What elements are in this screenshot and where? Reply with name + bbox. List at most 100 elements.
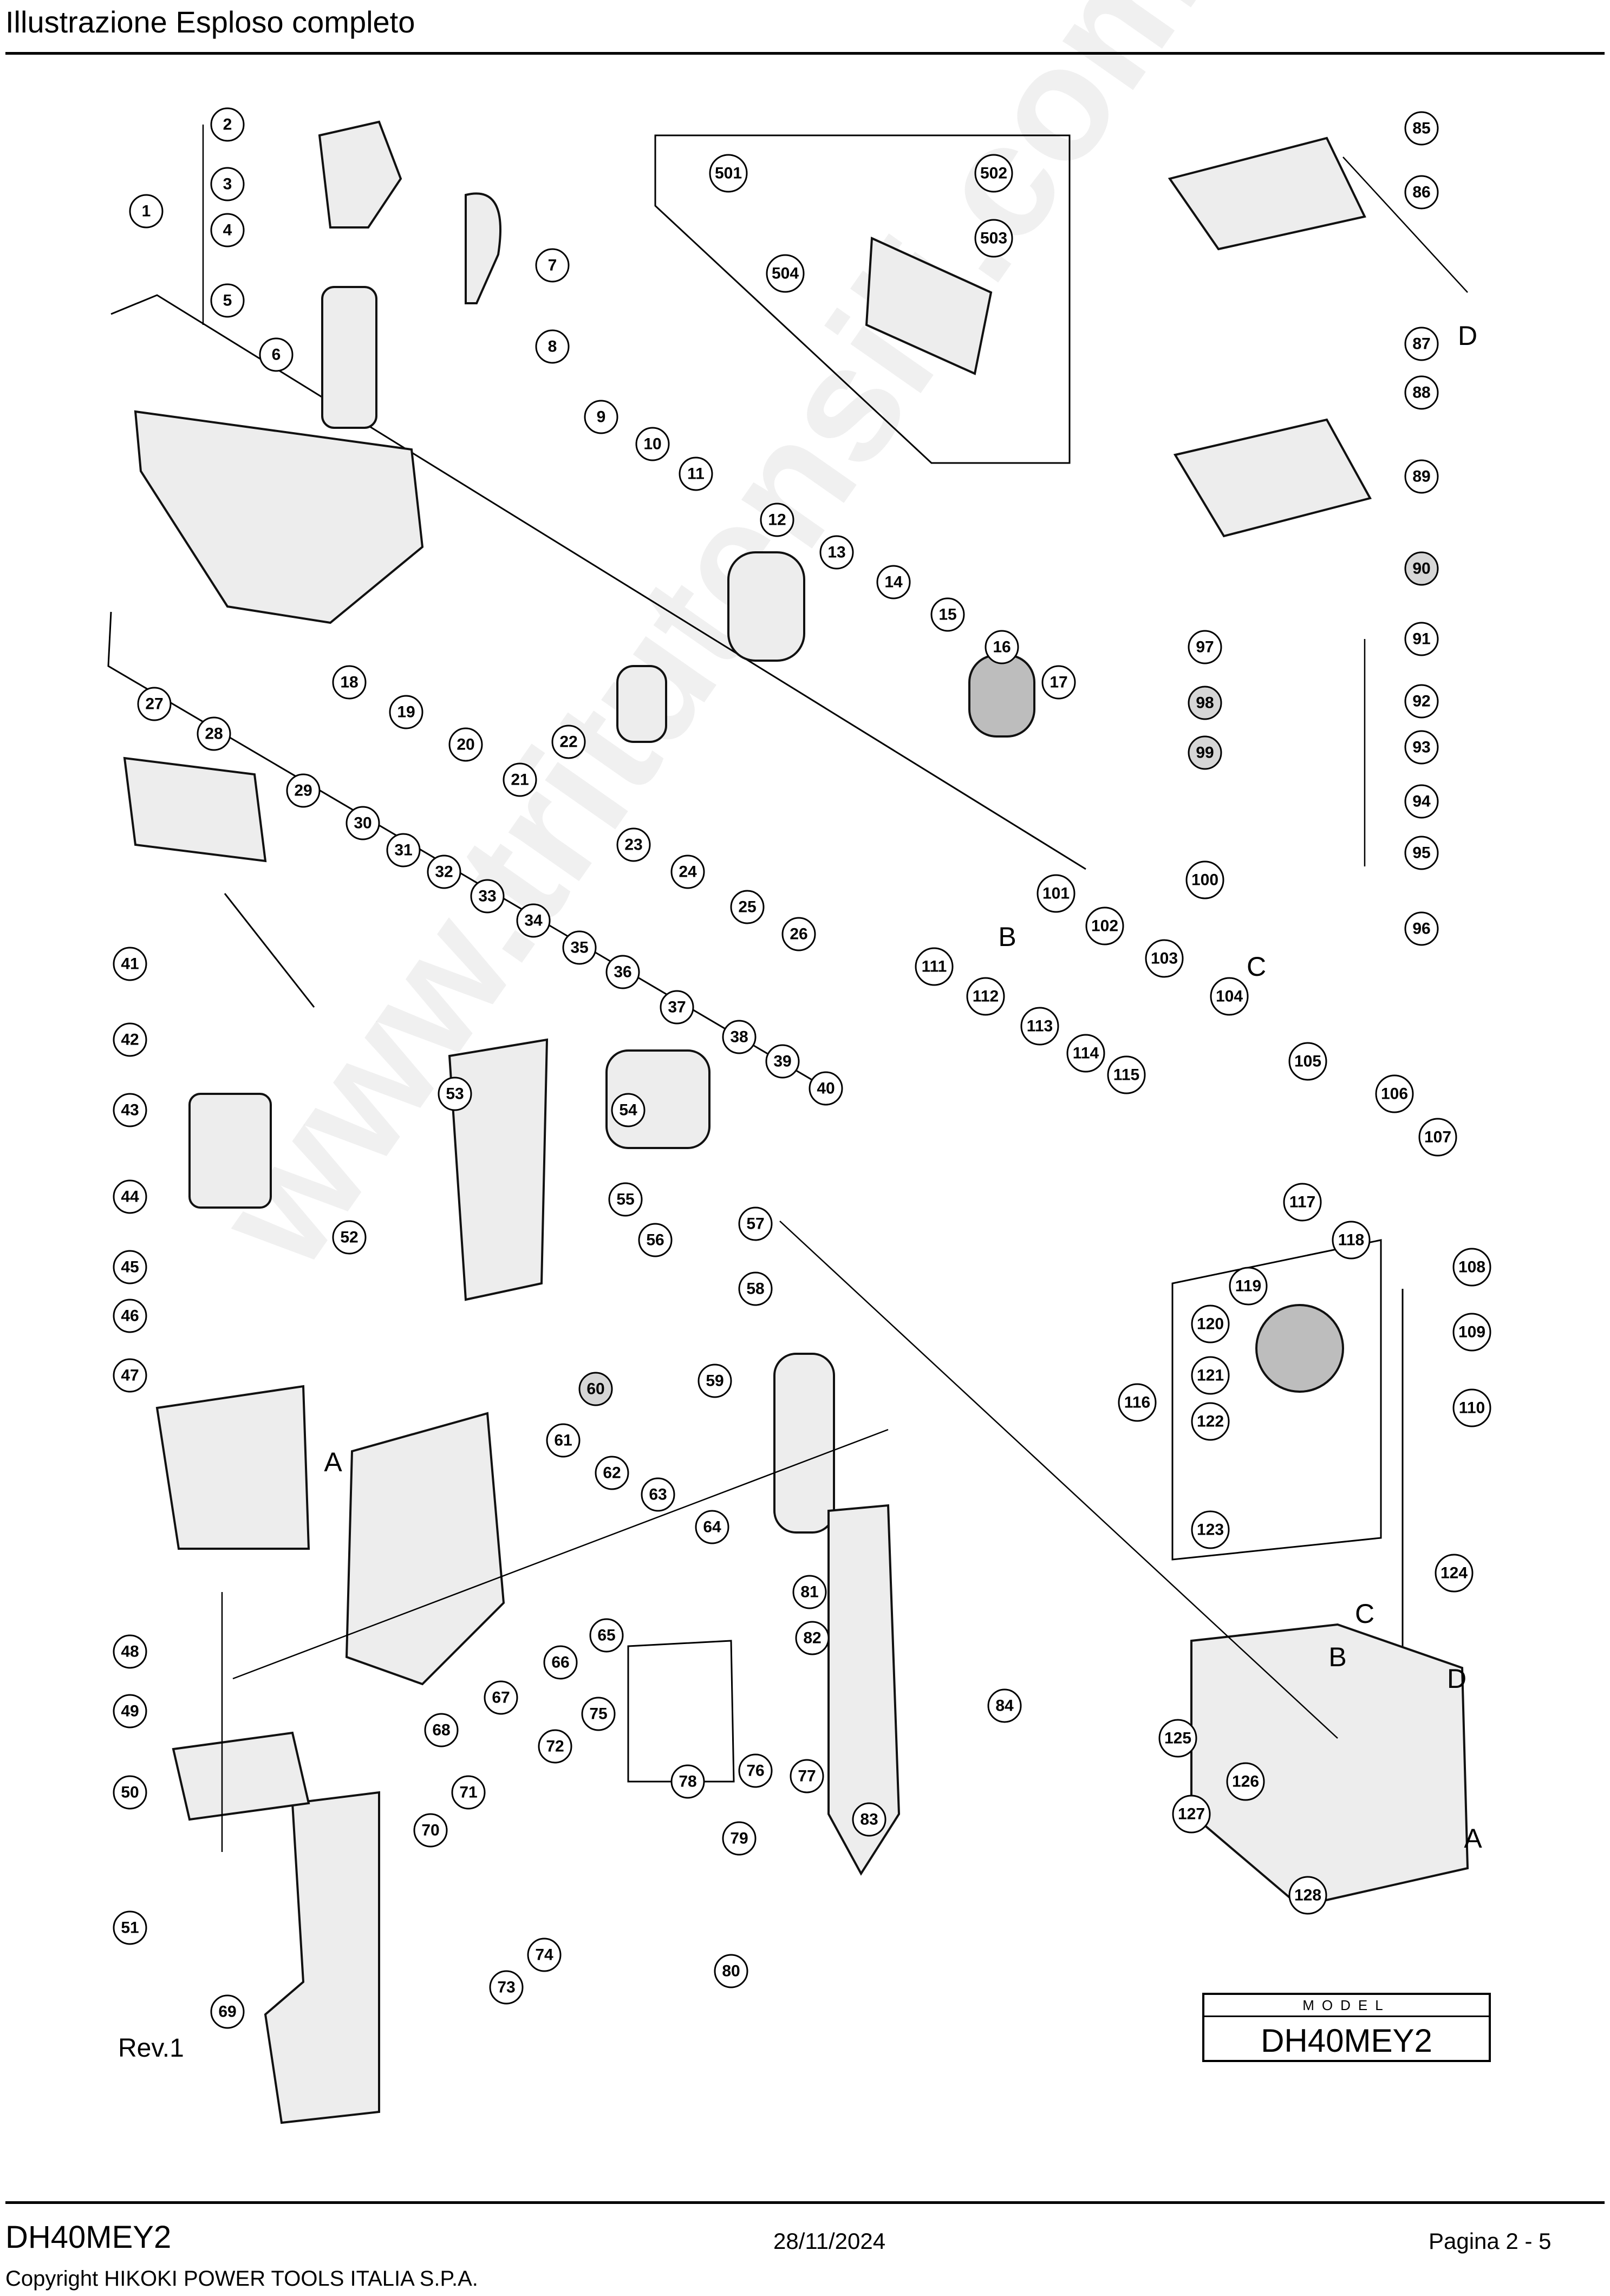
callout-46: 46 [113,1299,147,1333]
callout-24: 24 [670,855,705,889]
footer-rule [5,2201,1605,2204]
callout-number: 9 [597,408,606,426]
callout-20: 20 [448,727,483,762]
reference-letter-a: A [324,1447,342,1477]
callout-number: 117 [1289,1193,1315,1211]
callout-number: 128 [1294,1887,1321,1904]
callout-number: 40 [817,1080,835,1098]
armature [773,1353,835,1534]
callout-number: 501 [715,165,742,182]
callout-number: 75 [589,1705,607,1723]
callout-69: 69 [210,1994,245,2029]
callout-number: 503 [980,230,1007,247]
callout-52: 52 [332,1220,367,1255]
reference-letter-b: B [998,922,1016,952]
callout-number: 87 [1412,335,1430,353]
callout-number: 54 [619,1101,637,1119]
callout-107: 107 [1418,1118,1457,1157]
callout-61: 61 [546,1423,581,1458]
callout-number: 69 [218,2003,236,2021]
callout-113: 113 [1020,1007,1059,1046]
callout-1: 1 [129,194,164,229]
callout-51: 51 [113,1910,147,1945]
callout-97: 97 [1188,630,1222,664]
callout-87: 87 [1404,327,1439,361]
callout-number: 60 [586,1380,604,1398]
callout-3: 3 [210,167,245,201]
callout-125: 125 [1158,1719,1197,1758]
callout-number: 41 [121,955,139,973]
callout-number: 45 [121,1258,139,1276]
callout-number: 15 [938,606,956,624]
switch-assembly-frame [627,1640,735,1783]
callout-49: 49 [113,1694,147,1728]
callout-number: 61 [554,1432,572,1450]
callout-number: 21 [511,771,529,789]
model-box-value: DH40MEY2 [1261,2023,1432,2059]
part-number-callouts: 1234567891011121314151617181920212223242… [113,107,1491,2029]
callout-number: 71 [459,1784,477,1802]
callout-number: 81 [800,1583,818,1601]
callout-85: 85 [1404,111,1439,146]
motor-housing [155,1385,310,1550]
callout-number: 74 [535,1946,553,1964]
callout-53: 53 [438,1077,472,1111]
callout-number: 124 [1440,1564,1468,1582]
callout-number: 28 [205,725,223,743]
callout-47: 47 [113,1358,147,1393]
callout-41: 41 [113,947,147,981]
callout-76: 76 [738,1753,773,1788]
callout-number: 65 [597,1627,615,1645]
spring-coil [968,654,1035,738]
callout-38: 38 [722,1020,757,1054]
callout-31: 31 [386,833,421,867]
callout-number: 92 [1412,693,1430,710]
callout-18: 18 [332,665,367,700]
callout-number: 127 [1178,1805,1205,1823]
callout-number: 2 [223,116,232,134]
callout-94: 94 [1404,784,1439,819]
callout-number: 112 [973,988,999,1006]
callout-117: 117 [1283,1183,1322,1222]
callout-54: 54 [611,1093,646,1127]
callout-number: 43 [121,1101,139,1119]
callout-57: 57 [738,1206,773,1241]
callout-number: 107 [1424,1129,1451,1146]
callout-number: 89 [1412,468,1430,486]
callout-65: 65 [589,1618,624,1653]
callout-number: 76 [746,1762,764,1780]
callout-number: 33 [478,888,496,905]
callout-number: 82 [803,1629,821,1647]
leader-lines [202,125,1468,1852]
callout-104: 104 [1210,977,1249,1016]
callout-2: 2 [210,107,245,142]
callout-101: 101 [1037,874,1075,913]
tool-holder [123,756,267,863]
callout-50: 50 [113,1775,147,1810]
callout-number: 4 [223,221,232,239]
model-box-label: MODEL [1302,1997,1391,2013]
callout-90: 90 [1404,551,1439,586]
callout-number: 26 [790,925,807,943]
callout-64: 64 [695,1510,729,1544]
callout-number: 83 [860,1811,878,1829]
callout-number: 30 [354,814,371,832]
assembly-frames [107,134,1404,1783]
callout-number: 14 [884,573,903,591]
side-handle-bracket [318,120,402,229]
callout-number: 109 [1458,1323,1485,1341]
callout-number: 77 [798,1767,816,1785]
callout-56: 56 [638,1223,673,1257]
callout-number: 10 [643,435,661,453]
callout-126: 126 [1226,1762,1265,1801]
callout-99: 99 [1188,735,1222,770]
callout-77: 77 [790,1759,824,1793]
callout-number: 114 [1073,1045,1099,1062]
callout-number: 44 [121,1188,139,1206]
callout-102: 102 [1085,906,1124,945]
callout-number: 32 [435,863,453,881]
model-box: MODEL DH40MEY2 [1202,1993,1491,2062]
callout-number: 38 [730,1028,748,1046]
callout-128: 128 [1288,1876,1327,1915]
